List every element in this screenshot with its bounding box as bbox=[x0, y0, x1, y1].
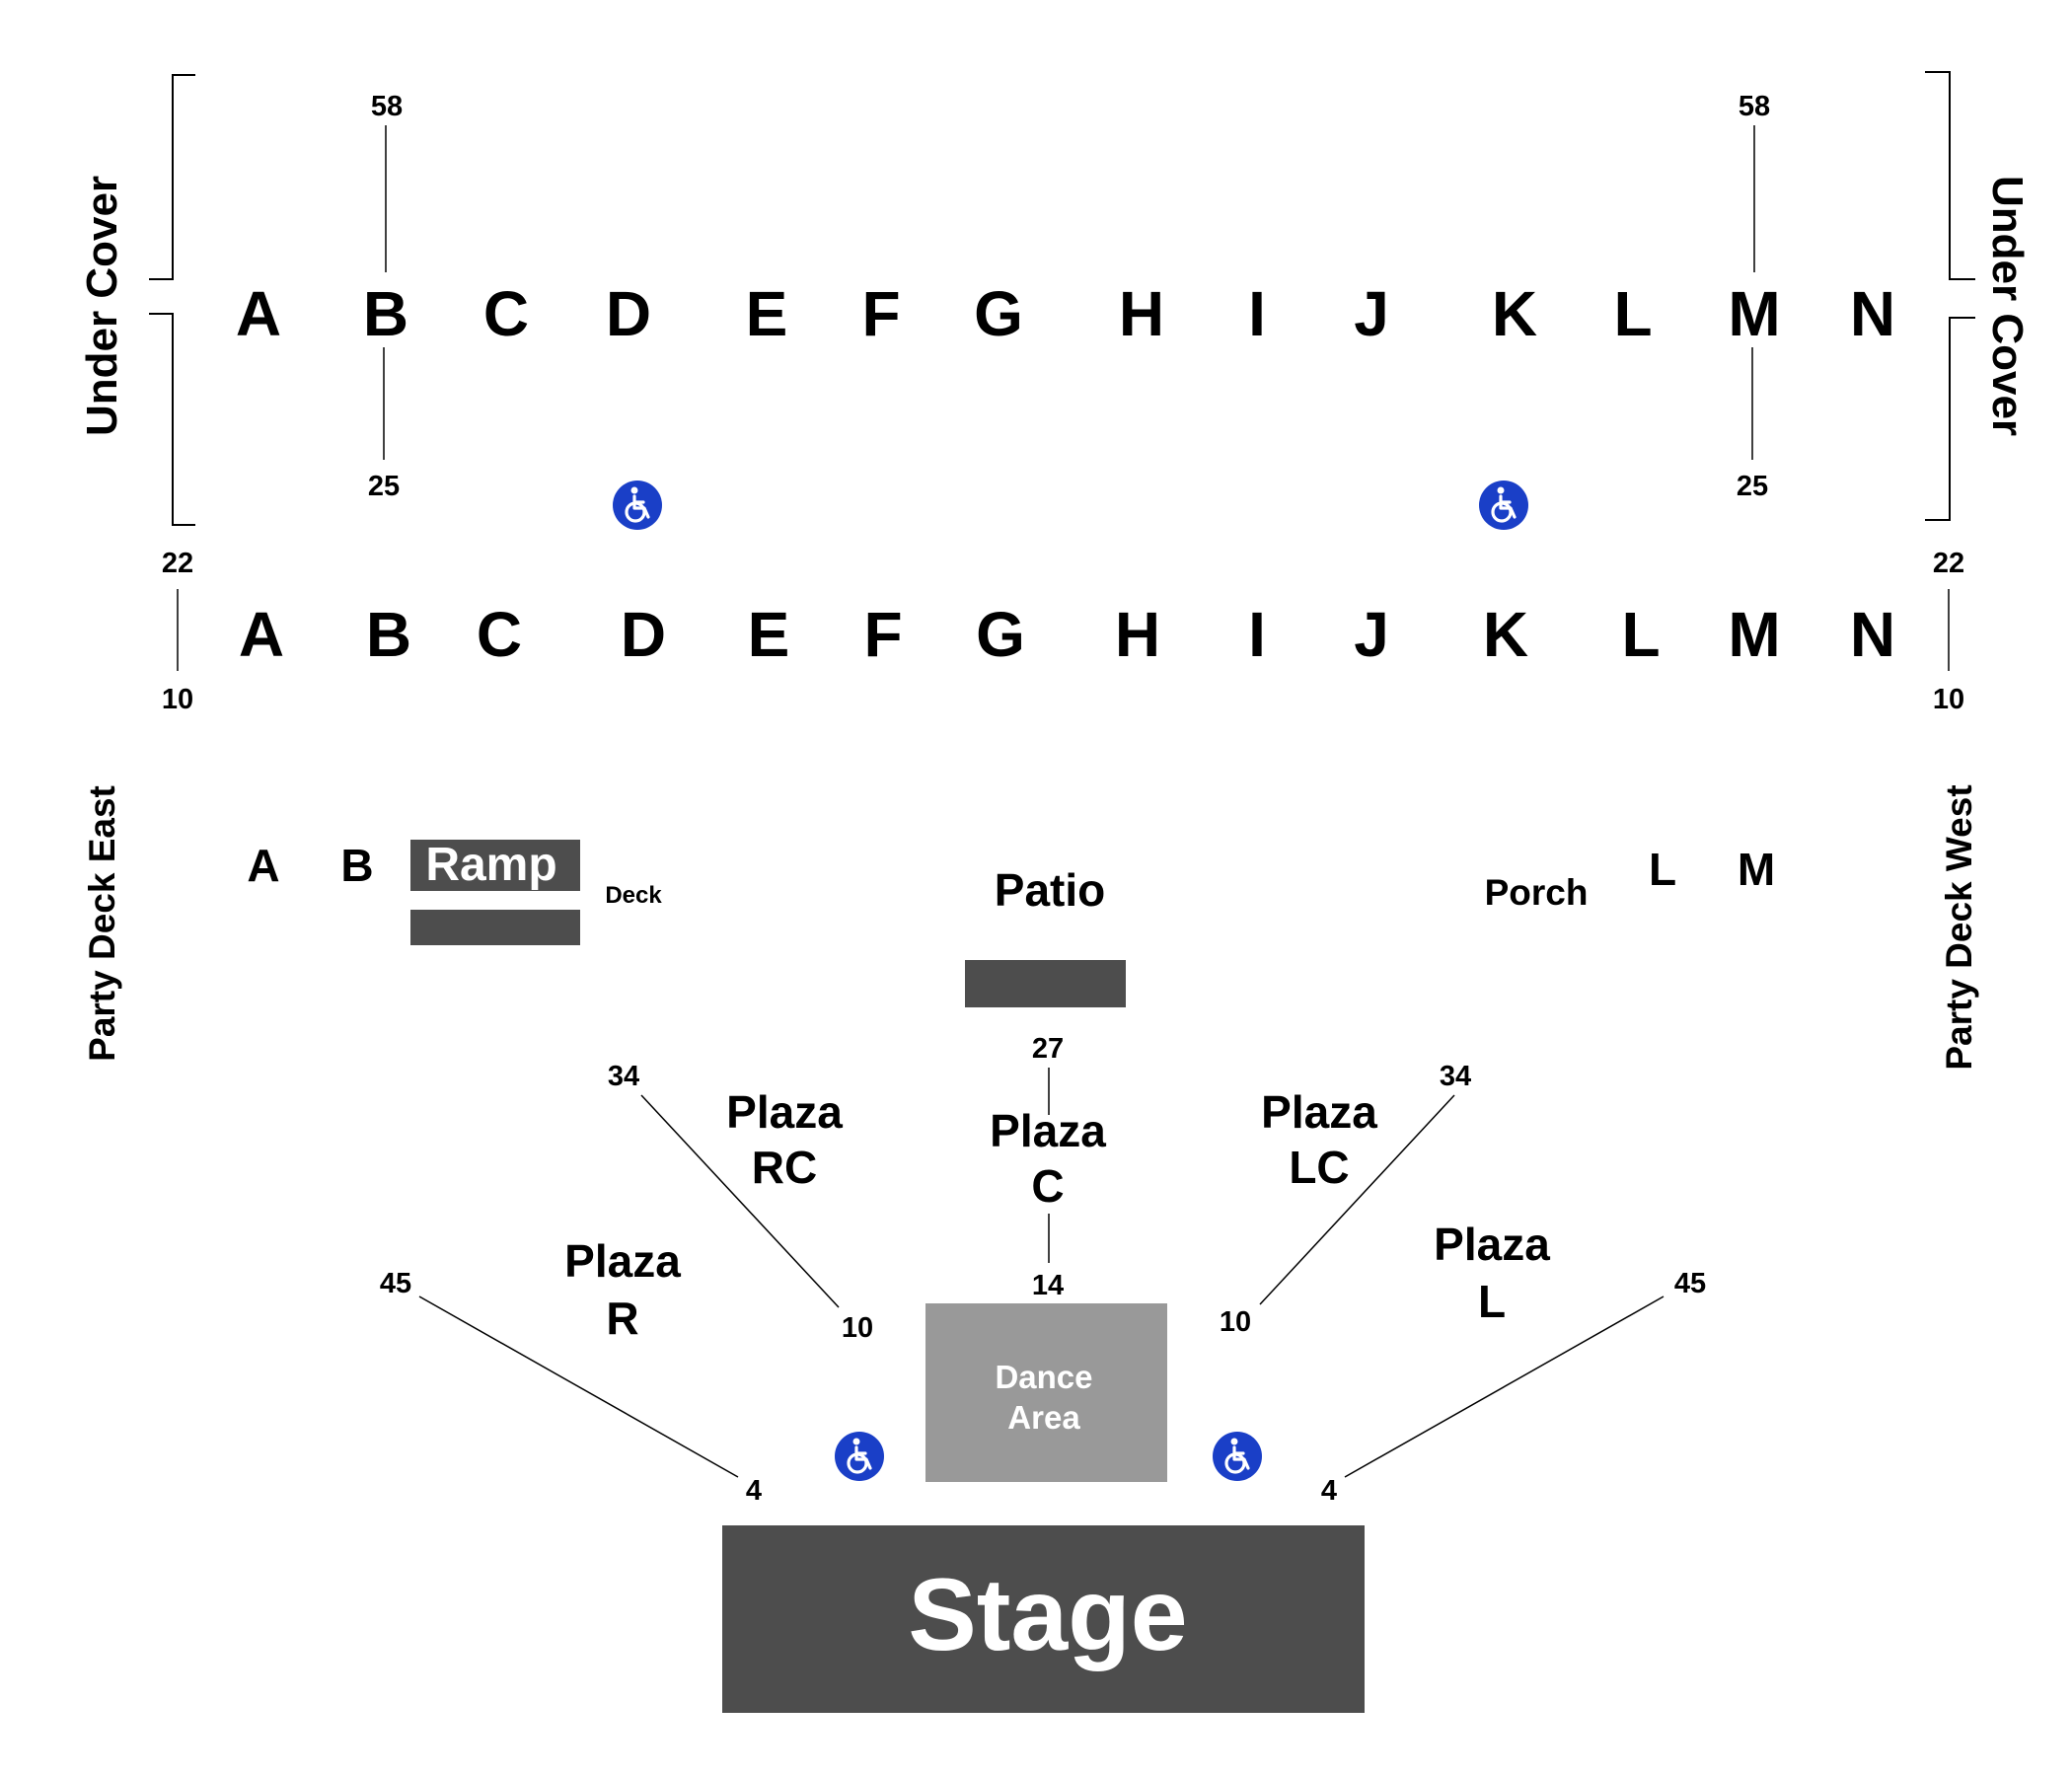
upper-row-letter[interactable]: B bbox=[363, 278, 408, 349]
wheelchair-icon bbox=[613, 481, 662, 530]
plaza-c-label-line2[interactable]: C bbox=[1031, 1160, 1064, 1212]
plaza-lc-label-line1[interactable]: Plaza bbox=[1261, 1086, 1377, 1138]
upper-row-letter[interactable]: H bbox=[1119, 278, 1164, 349]
plaza-rc-label-line1[interactable]: Plaza bbox=[726, 1086, 843, 1138]
upper-row-letter[interactable]: M bbox=[1728, 278, 1780, 349]
deck-label: Deck bbox=[605, 882, 662, 909]
lower-row-letter[interactable]: C bbox=[477, 599, 522, 670]
upper-row-letter[interactable]: I bbox=[1248, 278, 1266, 349]
upper-row-letter[interactable]: D bbox=[606, 278, 651, 349]
ramp-block bbox=[410, 840, 580, 891]
under-cover-left-bracket-lower bbox=[149, 313, 195, 526]
lower-row-letter[interactable]: H bbox=[1115, 599, 1160, 670]
upper-row-letters: A B C D E F G H I J K L M N bbox=[236, 278, 1895, 349]
party-deck-west-row[interactable]: M bbox=[1738, 844, 1775, 895]
stage[interactable] bbox=[722, 1525, 1365, 1713]
wheelchair-icon bbox=[1213, 1432, 1262, 1481]
plaza-rc-inner-seat: 10 bbox=[842, 1312, 873, 1344]
upper-row-letter[interactable]: L bbox=[1613, 278, 1652, 349]
party-deck-east-row[interactable]: A bbox=[247, 840, 279, 891]
under-cover-left-label: Under Cover bbox=[78, 176, 126, 436]
party-deck-east-row[interactable]: B bbox=[340, 840, 373, 891]
plaza-l-label-line2[interactable]: L bbox=[1478, 1276, 1506, 1327]
under-cover-left-bracket bbox=[149, 74, 195, 280]
lower-left-top-seat: 22 bbox=[162, 548, 193, 579]
plaza-l-seat-line bbox=[1344, 1295, 1665, 1478]
upper-right-bottom-seat: 25 bbox=[1737, 471, 1768, 502]
patio-block bbox=[965, 960, 1126, 1007]
upper-row-letter[interactable]: N bbox=[1850, 278, 1895, 349]
lower-row-letter[interactable]: B bbox=[366, 599, 411, 670]
dance-area-label-line2: Area bbox=[1007, 1399, 1080, 1436]
upper-row-letter[interactable]: A bbox=[236, 278, 281, 349]
upper-right-top-seat: 58 bbox=[1739, 91, 1770, 122]
upper-row-letter[interactable]: C bbox=[483, 278, 529, 349]
lower-right-bottom-seat: 10 bbox=[1933, 684, 1964, 715]
party-deck-west-row[interactable]: L bbox=[1649, 844, 1676, 895]
stage-label: Stage bbox=[908, 1558, 1187, 1672]
porch-label[interactable]: Porch bbox=[1485, 872, 1589, 913]
under-cover-right-bracket bbox=[1925, 71, 1975, 280]
ramp-lower-block bbox=[410, 910, 580, 945]
plaza-r-outer-seat: 45 bbox=[380, 1268, 411, 1299]
plaza-c-inner-seat: 14 bbox=[1032, 1270, 1064, 1301]
wheelchair-icon bbox=[1479, 481, 1528, 530]
lower-left-bottom-seat: 10 bbox=[162, 684, 193, 715]
plaza-rc-label-line2[interactable]: RC bbox=[752, 1142, 817, 1193]
plaza-l-outer-seat: 45 bbox=[1674, 1268, 1706, 1299]
plaza-rc-outer-seat: 34 bbox=[608, 1061, 639, 1092]
upper-left-bottom-seat: 25 bbox=[368, 471, 400, 502]
party-deck-east-label: Party Deck East bbox=[82, 785, 122, 1062]
plaza-rc-seat-line bbox=[640, 1094, 840, 1308]
lower-right-top-seat: 22 bbox=[1933, 548, 1964, 579]
lower-row-letter[interactable]: L bbox=[1621, 599, 1660, 670]
upper-row-letter[interactable]: F bbox=[861, 278, 900, 349]
under-cover-right-bracket-lower bbox=[1925, 317, 1975, 521]
plaza-lc-seat-line bbox=[1259, 1094, 1455, 1305]
plaza-r-inner-seat: 4 bbox=[746, 1475, 762, 1507]
under-cover-right-label: Under Cover bbox=[1983, 176, 2032, 436]
lower-row-letter[interactable]: G bbox=[976, 599, 1025, 670]
plaza-r-label-line1[interactable]: Plaza bbox=[564, 1235, 681, 1287]
ramp-label: Ramp bbox=[425, 839, 556, 891]
upper-left-top-seat: 58 bbox=[371, 91, 403, 122]
lower-row-letter[interactable]: M bbox=[1728, 599, 1780, 670]
plaza-lc-outer-seat: 34 bbox=[1440, 1061, 1471, 1092]
upper-row-letter[interactable]: J bbox=[1354, 278, 1389, 349]
plaza-l-label-line1[interactable]: Plaza bbox=[1434, 1219, 1550, 1270]
lower-row-letters: A B C D E F G H I J K L M N bbox=[239, 599, 1895, 670]
lower-row-letter[interactable]: A bbox=[239, 599, 284, 670]
upper-row-letter[interactable]: K bbox=[1492, 278, 1537, 349]
upper-row-letter[interactable]: E bbox=[746, 278, 788, 349]
plaza-c-outer-seat: 27 bbox=[1032, 1033, 1064, 1065]
lower-row-letter[interactable]: K bbox=[1483, 599, 1528, 670]
upper-row-letter[interactable]: G bbox=[974, 278, 1023, 349]
lower-row-letter[interactable]: F bbox=[863, 599, 902, 670]
dance-area[interactable] bbox=[925, 1303, 1167, 1482]
plaza-r-seat-line bbox=[418, 1295, 739, 1478]
wheelchair-icon bbox=[835, 1432, 884, 1481]
lower-row-letter[interactable]: E bbox=[748, 599, 790, 670]
plaza-c-label-line1[interactable]: Plaza bbox=[990, 1105, 1106, 1156]
plaza-r-label-line2[interactable]: R bbox=[606, 1293, 638, 1344]
lower-row-letter[interactable]: D bbox=[621, 599, 666, 670]
lower-row-letter[interactable]: N bbox=[1850, 599, 1895, 670]
plaza-lc-inner-seat: 10 bbox=[1220, 1306, 1251, 1338]
party-deck-west-label: Party Deck West bbox=[1939, 784, 1979, 1070]
plaza-lc-label-line2[interactable]: LC bbox=[1289, 1142, 1349, 1193]
patio-label[interactable]: Patio bbox=[995, 864, 1105, 916]
lower-row-letter[interactable]: I bbox=[1248, 599, 1266, 670]
dance-area-label-line1: Dance bbox=[995, 1359, 1092, 1395]
plaza-l-inner-seat: 4 bbox=[1321, 1475, 1337, 1507]
lower-row-letter[interactable]: J bbox=[1354, 599, 1389, 670]
